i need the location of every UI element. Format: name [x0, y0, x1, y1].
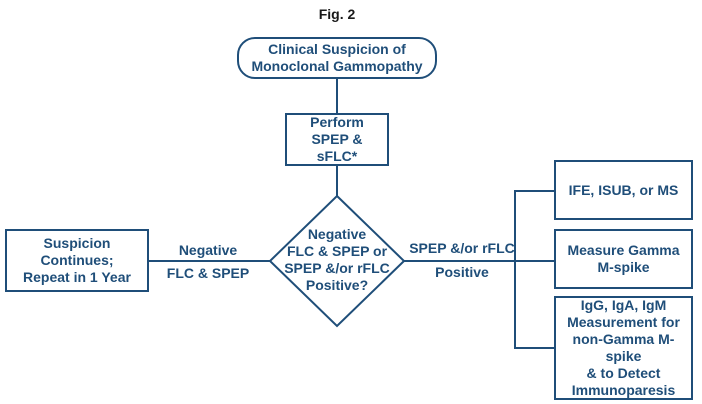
- ife-node-text: IFE, ISUB, or MS: [568, 181, 679, 198]
- negative-edge-label-top: Negative: [178, 242, 238, 258]
- perform-node: Perform SPEP & sFLC*: [285, 113, 389, 166]
- negative-edge-label-bottom: FLC & SPEP: [166, 265, 250, 281]
- negative-result-node: Suspicion Continues; Repeat in 1 Year: [5, 229, 149, 292]
- negative-result-node-text: Suspicion Continues; Repeat in 1 Year: [23, 235, 131, 285]
- edge-branch-bracket: [514, 190, 554, 349]
- ife-node: IFE, ISUB, or MS: [554, 160, 693, 220]
- perform-node-text: Perform SPEP & sFLC*: [310, 114, 364, 164]
- decision-text: Negative FLC & SPEP or SPEP &/or rFLC Po…: [284, 226, 390, 293]
- igg-node-text: IgG, IgA, IgM Measurement for non-Gamma …: [567, 297, 680, 398]
- gamma-node: Measure Gamma M-spike: [554, 229, 693, 289]
- positive-edge-label-bottom: Positive: [435, 264, 489, 280]
- start-node: Clinical Suspicion of Monoclonal Gammopa…: [237, 37, 437, 79]
- igg-node: IgG, IgA, IgM Measurement for non-Gamma …: [554, 296, 693, 400]
- decision-diamond: [268, 194, 406, 328]
- positive-edge-label-top: SPEP &/or rFLC: [409, 240, 515, 256]
- start-node-text: Clinical Suspicion of Monoclonal Gammopa…: [251, 41, 423, 74]
- gamma-node-text: Measure Gamma M-spike: [567, 242, 680, 275]
- figure-title: Fig. 2: [318, 6, 356, 22]
